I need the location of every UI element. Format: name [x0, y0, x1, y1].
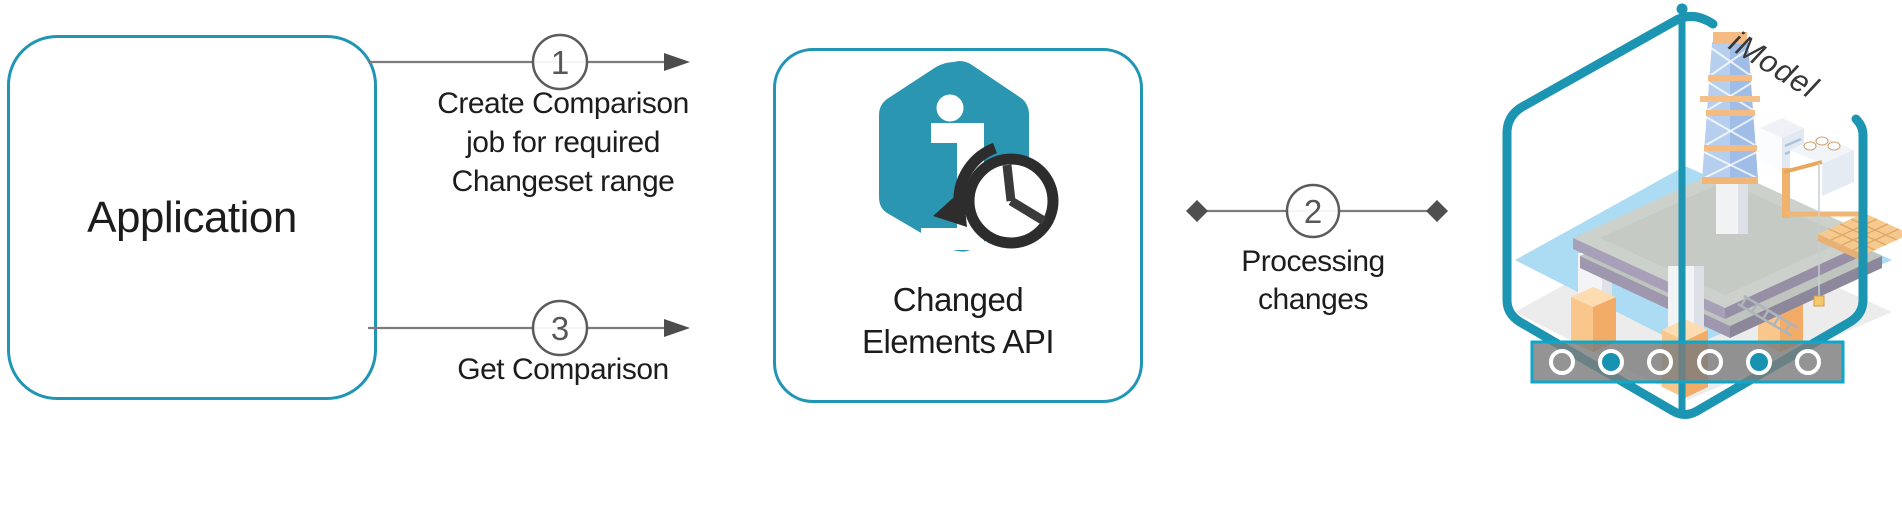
rig-ladder — [1737, 294, 1799, 338]
oil-rig-illustration — [1515, 32, 1902, 400]
changeset-dot-outline — [1647, 349, 1673, 375]
derrick-tower — [1700, 32, 1760, 184]
rig-crane — [1782, 160, 1864, 307]
history-clock-icon — [933, 142, 1059, 249]
mast-knob — [1676, 3, 1688, 15]
changeset-dot-filled — [1746, 349, 1772, 375]
changed-elements-api-box: Changed Elements API — [773, 48, 1143, 403]
step-number-circle — [1285, 183, 1341, 239]
changeset-dot-outline — [1795, 349, 1821, 375]
changeset-indicator-bar — [1530, 340, 1845, 384]
changeset-dot-outline — [1697, 349, 1723, 375]
diamond-end-left-icon — [1186, 200, 1208, 222]
i-glyph — [921, 94, 984, 255]
step-3-label: Get Comparison — [457, 353, 669, 386]
rig-deck-upper — [1573, 168, 1877, 319]
step-number-circle — [531, 299, 589, 357]
arrowhead-right-icon — [664, 319, 690, 337]
connector-step-2: 2 — [1186, 183, 1448, 239]
step-3-number: 3 — [551, 310, 569, 347]
api-box-title: Changed Elements API — [861, 281, 1055, 360]
connector-step-1: 1 — [368, 33, 690, 91]
application-box: Application — [7, 35, 377, 400]
arrowhead-right-icon — [664, 53, 690, 71]
step-2-label: Processing changes — [1241, 245, 1385, 316]
connector-step-3: 3 — [368, 299, 690, 357]
derrick-pedestal-shade — [1738, 176, 1748, 234]
imodel-illustration — [1502, 3, 1902, 419]
changed-elements-history-icon — [879, 61, 1059, 255]
application-label: Application — [87, 192, 297, 242]
rig-buildings — [1760, 118, 1854, 196]
diamond-end-right-icon — [1426, 200, 1448, 222]
step-2-number: 2 — [1304, 193, 1322, 230]
step-number-circle — [531, 33, 589, 91]
changeset-dot-outline — [1549, 349, 1575, 375]
step-1-number: 1 — [551, 44, 569, 81]
step-1-label: Create Comparison job for required Chang… — [437, 87, 689, 198]
changeset-dot-filled — [1598, 349, 1624, 375]
